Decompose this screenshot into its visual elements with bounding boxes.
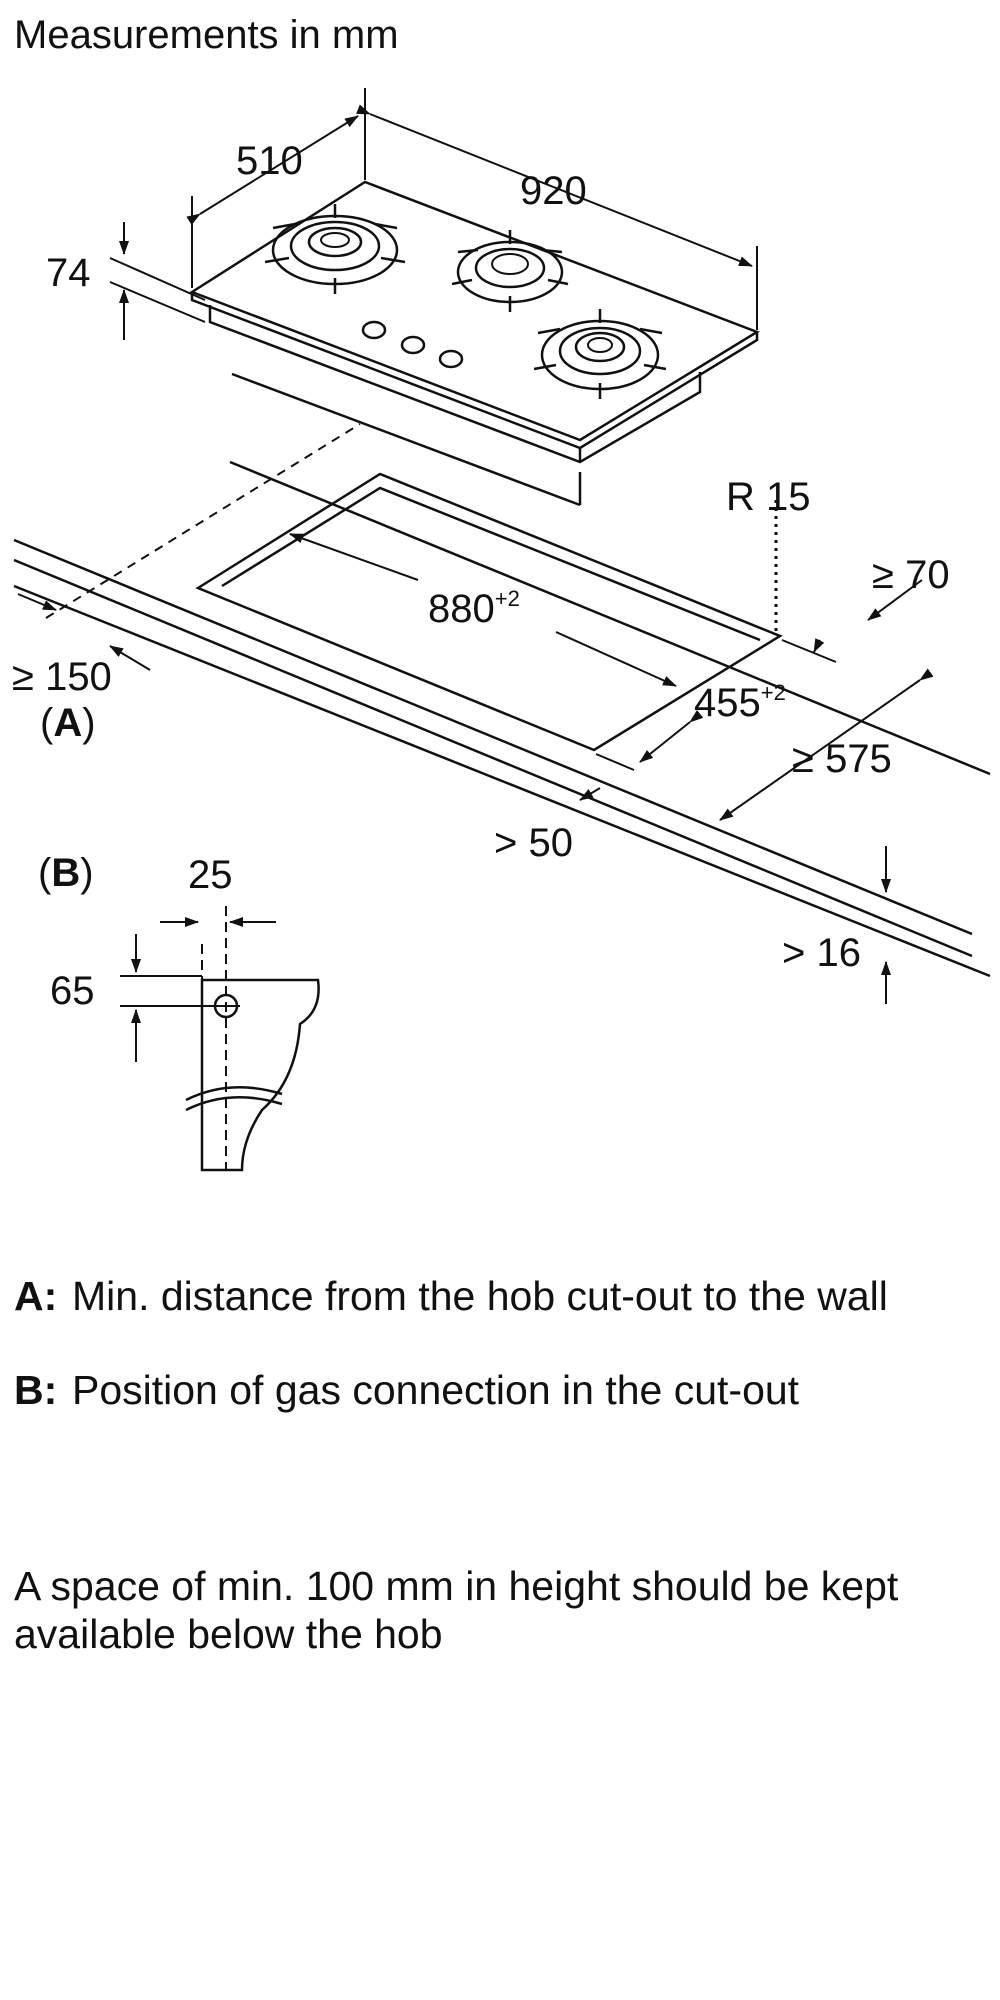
hob-drawing (189, 180, 760, 507)
cutout-dimension-lines (17, 533, 934, 1004)
dim-front-clearance: > 50 (494, 821, 573, 865)
installation-diagram: Measurements in mm (12, 13, 991, 1172)
control-knobs (361, 320, 464, 369)
note-a-key: A: (14, 1273, 58, 1319)
dim-cabinet-depth: ≥ 575 (792, 737, 892, 781)
diagram-title: Measurements in mm (14, 13, 399, 57)
note-b-key: B: (14, 1367, 58, 1413)
space-requirement-note: A space of min. 100 mm in height should … (14, 1563, 899, 1657)
note-b-text: Position of gas connection in the cut-ou… (72, 1367, 800, 1413)
gas-connection-detail (120, 906, 320, 1172)
note-a: A: Min. distance from the hob cut-out to… (14, 1272, 974, 1320)
dim-depth: 510 (236, 139, 303, 183)
dim-cutout-width: 880+2 (428, 586, 520, 631)
worktop-drawing (13, 423, 991, 978)
dim-wall-distance: ≥ 150 (12, 655, 112, 699)
dim-height: 74 (46, 251, 91, 295)
marker-b: (B) (38, 851, 94, 895)
dim-gas-offset-y: 65 (50, 969, 95, 1013)
marker-a: (A) (40, 701, 96, 745)
hob-dimension-lines (109, 88, 758, 340)
dim-radius: R 15 (726, 475, 811, 519)
dim-rear-clearance: ≥ 70 (872, 553, 950, 597)
note-b: B: Position of gas connection in the cut… (14, 1366, 974, 1414)
dim-gas-offset-x: 25 (188, 853, 233, 897)
dim-cutout-depth: 455+2 (694, 680, 786, 725)
cutout-outline (195, 472, 783, 752)
dim-worktop-thickness: > 16 (782, 931, 861, 975)
note-a-text: Min. distance from the hob cut-out to th… (72, 1273, 888, 1319)
dim-width: 920 (520, 169, 587, 213)
burner-3 (533, 309, 667, 399)
burner-2 (451, 230, 569, 312)
hob-glass-top (189, 180, 760, 442)
burner-1 (264, 204, 406, 294)
legend-notes: A: Min. distance from the hob cut-out to… (14, 1272, 974, 1460)
